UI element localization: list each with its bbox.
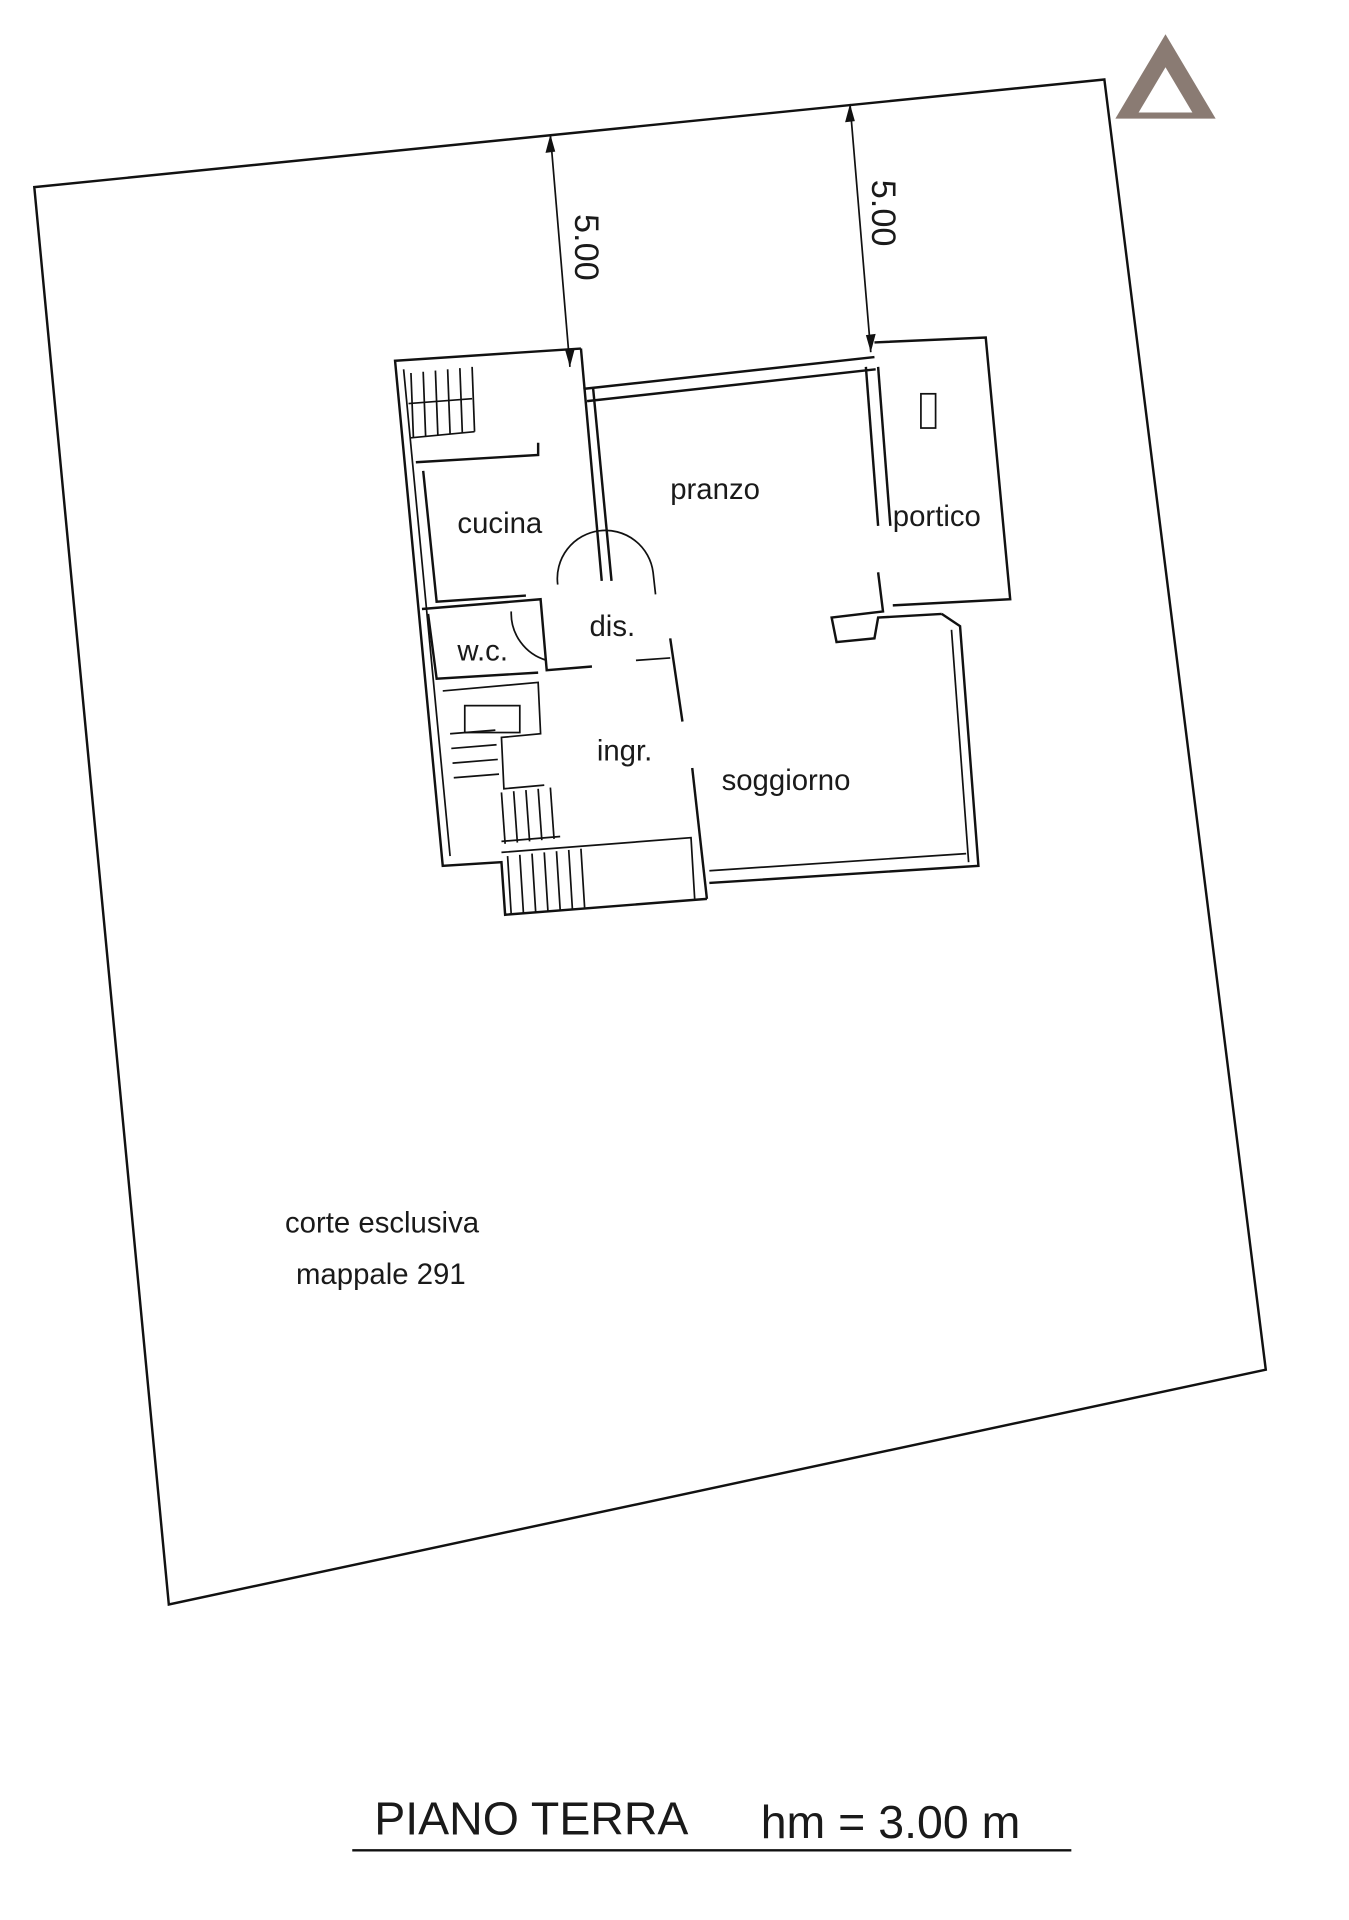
room-label-pranzo: pranzo [670, 473, 760, 506]
yard-label: corte esclusiva [285, 1207, 480, 1240]
dimension-arrow-left [545, 134, 575, 367]
parcel-label: mappale 291 [296, 1258, 466, 1291]
room-label-dis: dis. [590, 610, 636, 643]
building-walls [393, 336, 1012, 917]
room-label-wc: w.c. [456, 634, 508, 667]
room-label-cucina: cucina [457, 507, 543, 540]
plan-height: hm = 3.00 m [761, 1796, 1021, 1848]
room-label-ingr: ingr. [597, 735, 652, 768]
room-label-soggiorno: soggiorno [722, 764, 851, 797]
dimension-label: 5.00 [567, 214, 605, 281]
plan-title: PIANO TERRA [374, 1792, 688, 1844]
lot-boundary [32, 78, 1268, 1606]
logo-icon [1115, 34, 1216, 119]
dimension-arrow-right [845, 103, 876, 353]
dimension-label: 5.00 [864, 180, 902, 247]
room-label-portico: portico [893, 500, 981, 533]
